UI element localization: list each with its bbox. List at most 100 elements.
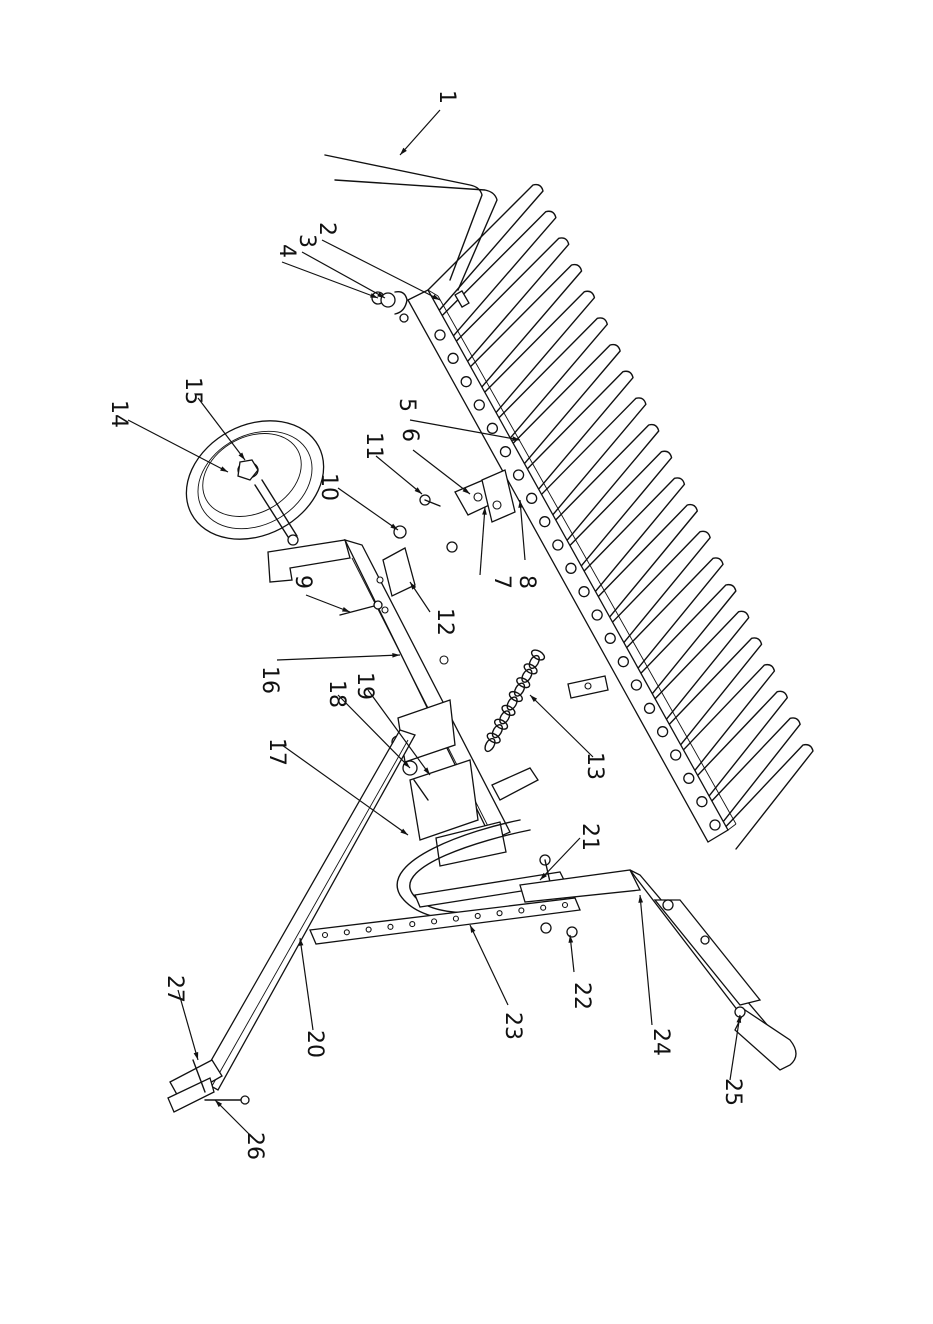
bar-bolt [474,400,484,410]
chain-link [498,709,512,725]
tine [504,345,620,467]
callout-26: 26 [242,1132,267,1160]
plate-hole [323,933,328,938]
bar-bolt [684,773,694,783]
tine [489,318,607,441]
chain-link [527,654,541,670]
chain-link [486,731,502,745]
leader-line [530,695,593,757]
callout-9: 9 [290,575,315,589]
chain-link [515,676,531,690]
chain-link [490,723,504,739]
bar-bolt [448,353,458,363]
leader-arrowhead [470,925,475,933]
bar-bolt [514,470,524,480]
callout-15: 15 [180,377,205,405]
bar-bolt [527,493,537,503]
bar-bolt [710,820,720,830]
plate-hole [475,913,480,918]
tine [718,745,813,849]
bar-bolt [435,330,445,340]
chain-link [513,682,527,698]
leader-arrowhead [342,607,350,612]
center-bracket [392,700,538,866]
tine [689,691,787,798]
tine [618,558,723,671]
leader-arrowhead [400,829,408,835]
tine [518,371,633,492]
callout-13: 13 [582,752,607,780]
chain-link [520,668,534,684]
callout-6: 6 [397,428,422,442]
hitch-arm [168,730,415,1112]
bar-bolt [658,727,668,737]
callout-18: 18 [324,680,349,708]
tine [632,585,736,697]
chain-link [530,648,546,662]
tine [475,291,594,416]
plate-hole [432,919,437,924]
bar-bolt [671,750,681,760]
tine [532,398,646,518]
leader-arrowhead [392,653,400,658]
callout-8: 8 [514,575,539,589]
callout-21: 21 [577,823,602,851]
leader-line [640,895,652,1025]
tine [432,211,556,339]
tine [575,478,684,594]
leader-line [302,252,385,298]
chain-link [500,703,516,717]
leader-line [400,110,440,155]
bar-bolt [605,633,615,643]
leader-line [300,938,313,1030]
callout-12: 12 [432,608,457,636]
plate-hole [497,911,502,916]
leader-line [322,240,440,300]
tine [661,638,762,747]
plate-hole [410,922,415,927]
leader-line [413,450,470,494]
bar-bolt [553,540,563,550]
chain-link [505,695,519,711]
tine [325,155,482,280]
callout-20: 20 [302,1030,327,1058]
callout-19: 19 [352,672,377,700]
chain-link [483,737,497,753]
tine [547,425,659,544]
callout-25: 25 [720,1078,745,1106]
tine [604,531,710,645]
upper-bracket [420,470,515,552]
tine [589,505,697,620]
callout-1: 1 [434,90,459,104]
tine [561,451,672,568]
leader-line [376,456,422,494]
leader-arrowhead [194,1052,199,1060]
tine [335,180,497,290]
bar-bolt [645,703,655,713]
callout-11: 11 [361,432,386,460]
chain-link [508,690,524,704]
tine [647,611,749,721]
bar-bolt [697,797,707,807]
chain-link [523,662,539,676]
plate-hole [519,908,524,913]
lever-arm [415,855,796,1070]
plate-hole [541,905,546,910]
callout-4: 4 [274,244,299,258]
callout-14: 14 [106,400,131,428]
plate-hole [388,924,393,929]
tine [704,718,800,824]
bar-bolt [487,423,497,433]
bar-bolt [566,563,576,573]
bar-bolt [579,587,589,597]
callout-27: 27 [162,975,187,1003]
leader-line [480,507,485,575]
callout-22: 22 [569,982,594,1010]
bar-bolt [618,657,628,667]
plate-hole [344,930,349,935]
chain-link [493,717,509,731]
bar-bolt [540,517,550,527]
bar-bolt [592,610,602,620]
callout-23: 23 [500,1012,525,1040]
